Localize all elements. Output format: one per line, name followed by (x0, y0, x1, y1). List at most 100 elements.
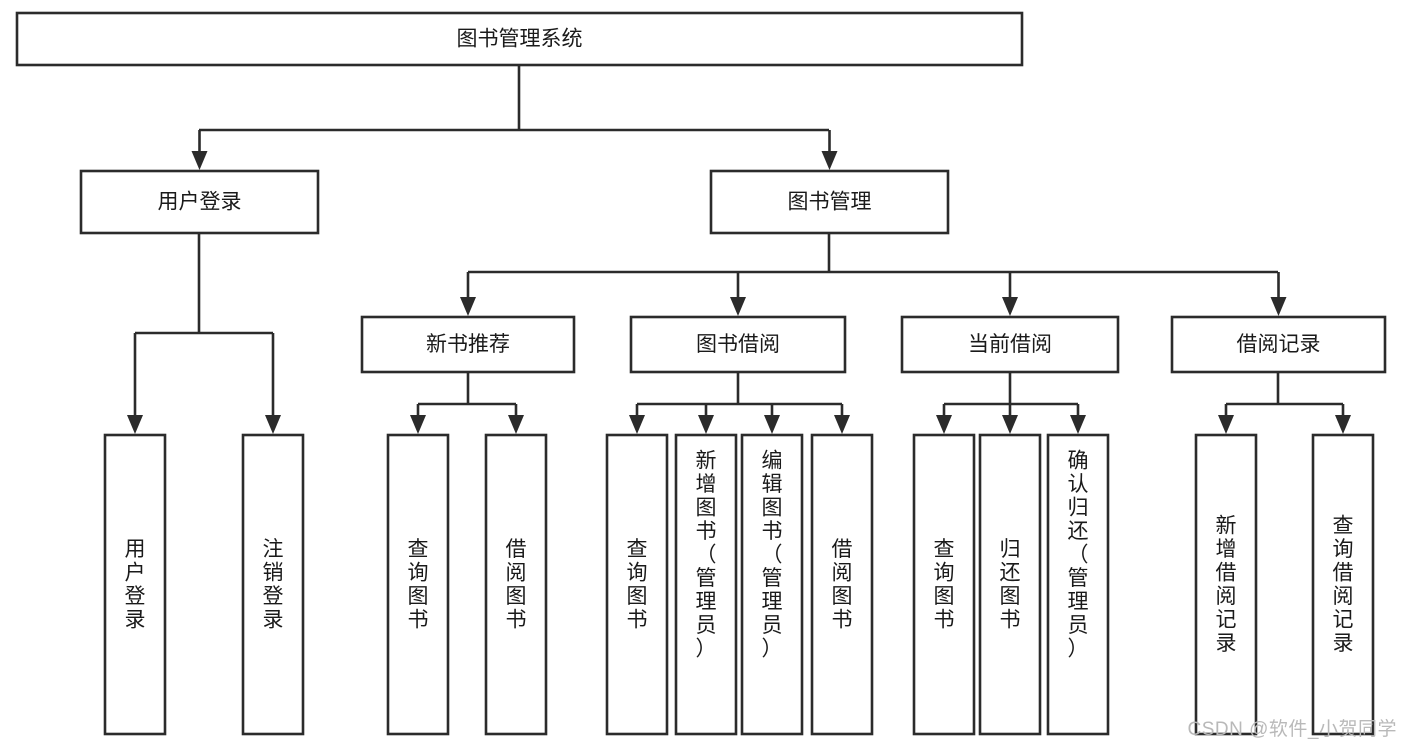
edge-current_borrow-to-leaf_query_book_3 (936, 404, 952, 434)
node-leaf-add-record[interactable]: 新增借阅记录 (1194, 433, 1258, 736)
node-book-manage[interactable]: 图书管理 (709, 169, 950, 235)
node-box (605, 433, 669, 736)
node-leaf-query-book-2[interactable]: 查询图书 (605, 433, 669, 736)
node-leaf-borrow-book-2[interactable]: 借阅图书 (810, 433, 874, 736)
node-leaf-query-record[interactable]: 查询借阅记录 (1311, 433, 1375, 736)
connector-current-borrow-bus (944, 372, 1078, 406)
node-label: 编辑图书（管理员） (762, 449, 783, 660)
node-box (629, 315, 847, 374)
edge-new_book_rec-to-leaf_borrow_book_1 (508, 404, 524, 434)
node-leaf-add-book[interactable]: 新增图书（管理员） (674, 433, 738, 736)
node-label: 查询图书 (627, 538, 648, 632)
edge-book_borrow-to-leaf_query_book_2 (629, 404, 645, 434)
node-leaf-borrow-book-1[interactable]: 借阅图书 (484, 433, 548, 736)
edge-current_borrow-to-leaf_confirm_return (1070, 404, 1086, 434)
node-root[interactable]: 图书管理系统 (15, 11, 1024, 67)
node-box (1046, 433, 1110, 736)
node-box (103, 433, 167, 736)
node-box (900, 315, 1120, 374)
arrow-head (508, 415, 524, 434)
arrow-head (191, 151, 208, 170)
node-label: 新增图书（管理员） (696, 449, 717, 660)
node-new-book-rec[interactable]: 新书推荐 (360, 315, 576, 374)
node-box (241, 433, 305, 736)
node-label: 注销登录 (263, 538, 284, 632)
arrow-head (730, 297, 746, 316)
edge-root-to-user_login (191, 130, 208, 170)
node-box (360, 315, 576, 374)
node-book-borrow[interactable]: 图书借阅 (629, 315, 847, 374)
edge-book_borrow-to-leaf_borrow_book_2 (834, 404, 850, 434)
edge-borrow_record-to-leaf_query_record (1335, 404, 1351, 434)
node-label: 图书管理系统 (457, 28, 583, 51)
arrow-head (265, 415, 281, 434)
arrow-head (1002, 297, 1018, 316)
node-label: 用户登录 (125, 538, 146, 632)
connector-book-manage-bus (468, 233, 1278, 274)
nodes-layer: 图书管理系统用户登录图书管理新书推荐图书借阅当前借阅借阅记录用户登录注销登录查询… (15, 11, 1387, 736)
edge-book_manage-to-current_borrow (1002, 272, 1018, 316)
node-box (740, 433, 804, 736)
node-leaf-return-book[interactable]: 归还图书 (978, 433, 1042, 736)
arrow-head (1270, 297, 1287, 316)
edge-book_manage-to-book_borrow (730, 272, 746, 316)
edge-user_login-to-leaf_user_login (127, 333, 143, 434)
node-box (484, 433, 548, 736)
node-label: 归还图书 (1000, 538, 1021, 632)
arrow-head (821, 151, 838, 170)
node-label: 借阅图书 (506, 538, 527, 632)
arrow-head (764, 415, 780, 434)
node-box (1170, 315, 1387, 374)
arrow-head (1002, 415, 1018, 434)
node-label: 图书管理 (788, 191, 872, 214)
edge-book_manage-to-new_book_rec (460, 272, 476, 316)
node-label: 查询图书 (408, 538, 429, 632)
node-box (79, 169, 320, 235)
node-box (386, 433, 450, 736)
node-leaf-query-book-3[interactable]: 查询图书 (912, 433, 976, 736)
node-leaf-logout[interactable]: 注销登录 (241, 433, 305, 736)
node-box (1311, 433, 1375, 736)
arrow-head (1070, 415, 1086, 434)
node-box (912, 433, 976, 736)
connector-book-borrow-bus (637, 372, 842, 406)
node-label: 借阅记录 (1237, 333, 1321, 356)
node-leaf-confirm-return[interactable]: 确认归还（管理员） (1046, 433, 1110, 736)
arrow-head (1335, 415, 1351, 434)
node-label: 新增借阅记录 (1216, 514, 1237, 655)
node-leaf-query-book-1[interactable]: 查询图书 (386, 433, 450, 736)
node-label: 确认归还（管理员） (1068, 449, 1089, 660)
arrow-head (410, 415, 426, 434)
node-label: 图书借阅 (696, 333, 780, 356)
edge-new_book_rec-to-leaf_query_book_1 (410, 404, 426, 434)
edge-root-to-book_manage (821, 130, 838, 170)
arrow-head (127, 415, 143, 434)
node-label: 新书推荐 (426, 333, 510, 356)
node-current-borrow[interactable]: 当前借阅 (900, 315, 1120, 374)
connector-borrow-record-bus (1226, 372, 1343, 406)
node-leaf-user-login[interactable]: 用户登录 (103, 433, 167, 736)
node-label: 借阅图书 (832, 538, 853, 632)
edge-user_login-to-leaf_logout (265, 333, 281, 434)
edge-book_borrow-to-leaf_edit_book (764, 404, 780, 434)
arrow-head (834, 415, 850, 434)
connector-new-book-bus (418, 372, 516, 406)
arrow-head (629, 415, 645, 434)
arrow-head (460, 297, 476, 316)
node-borrow-record[interactable]: 借阅记录 (1170, 315, 1387, 374)
node-label: 用户登录 (158, 191, 242, 214)
arrow-head (1218, 415, 1234, 434)
node-label: 当前借阅 (968, 333, 1052, 356)
node-box (810, 433, 874, 736)
node-box (15, 11, 1024, 67)
edge-current_borrow-to-leaf_return_book (1002, 404, 1018, 434)
node-user-login[interactable]: 用户登录 (79, 169, 320, 235)
arrow-head (936, 415, 952, 434)
connectors-layer (127, 65, 1351, 434)
connector-user-login-bus (135, 233, 273, 335)
arrow-head (698, 415, 714, 434)
node-leaf-edit-book[interactable]: 编辑图书（管理员） (740, 433, 804, 736)
edge-book_borrow-to-leaf_add_book (698, 404, 714, 434)
